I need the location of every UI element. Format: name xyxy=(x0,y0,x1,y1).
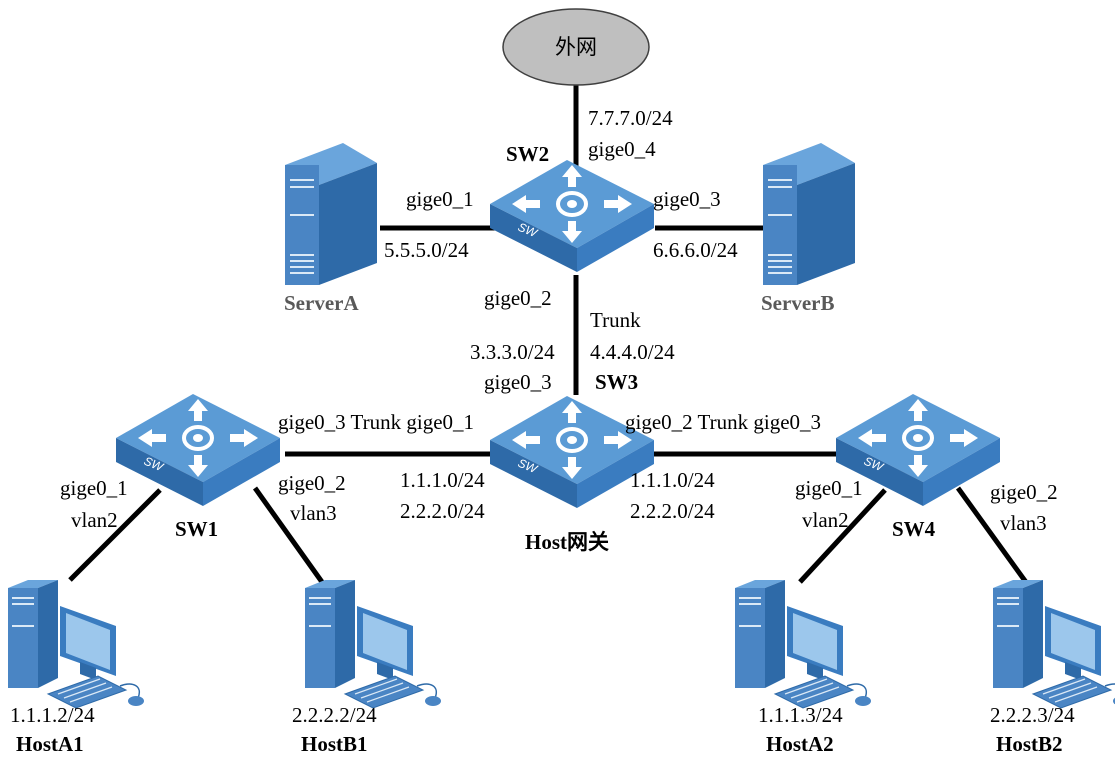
host-b1-icon xyxy=(304,579,442,709)
gateway-label: Host网关 xyxy=(525,530,609,554)
trunk-sw3-sw4-net1: 1.1.1.0/24 xyxy=(630,468,715,492)
server-b-icon xyxy=(762,142,856,286)
sw1-vlan3: vlan3 xyxy=(290,501,337,525)
host-b1-name: HostB1 xyxy=(301,732,368,756)
trunk-sw1-sw3-net2: 2.2.2.0/24 xyxy=(400,499,485,523)
sw4-vlan2: vlan2 xyxy=(802,508,849,532)
sw2-net-a: 5.5.5.0/24 xyxy=(384,238,469,262)
link-sw4-hosta2 xyxy=(798,488,887,584)
sw2-uplink-net: 7.7.7.0/24 xyxy=(588,106,673,130)
sw1-vlan2: vlan2 xyxy=(71,508,118,532)
sw4-name: SW4 xyxy=(892,517,936,541)
cloud-label: 外网 xyxy=(555,35,597,59)
trunk-sw2-sw3-net1: 3.3.3.0/24 xyxy=(470,340,555,364)
sw2-port1: gige0_1 xyxy=(406,187,474,211)
internet-cloud: 外网 xyxy=(502,8,650,86)
switch-sw3: SW xyxy=(488,394,656,510)
sw2-port2: gige0_2 xyxy=(484,286,552,310)
host-a2-icon xyxy=(734,579,872,709)
trunk-sw1-sw3-label: gige0_3 Trunk gige0_1 xyxy=(278,410,474,434)
host-a2-name: HostA2 xyxy=(766,732,834,756)
switch-sw4: SW xyxy=(834,392,1002,508)
server-a-label: ServerA xyxy=(284,291,359,315)
trunk-sw3-sw4-label: gige0_2 Trunk gige0_3 xyxy=(625,410,821,434)
sw2-net-b: 6.6.6.0/24 xyxy=(653,238,738,262)
host-b1-ip: 2.2.2.2/24 xyxy=(292,703,377,727)
link-sw1-hosta1 xyxy=(68,488,162,582)
trunk-sw2-sw3-label: Trunk xyxy=(590,308,641,332)
link-sw1-hostb1 xyxy=(252,486,325,584)
host-b2-icon xyxy=(992,579,1115,709)
host-a1-ip: 1.1.1.2/24 xyxy=(10,703,95,727)
host-b2-ip: 2.2.2.3/24 xyxy=(990,703,1075,727)
server-b-label: ServerB xyxy=(761,291,834,315)
switch-sw2: SW xyxy=(488,158,656,274)
server-a-icon xyxy=(284,142,378,286)
sw2-port3: gige0_3 xyxy=(653,187,721,211)
switch-sw1: SW xyxy=(114,392,282,508)
host-a1-name: HostA1 xyxy=(16,732,84,756)
host-a1-icon xyxy=(7,579,145,709)
sw3-name: SW3 xyxy=(595,370,638,394)
trunk-sw3-sw4-net2: 2.2.2.0/24 xyxy=(630,499,715,523)
trunk-sw2-sw3-net2: 4.4.4.0/24 xyxy=(590,340,675,364)
sw1-port1: gige0_1 xyxy=(60,476,128,500)
sw2-uplink-port: gige0_4 xyxy=(588,137,656,161)
sw4-port1: gige0_1 xyxy=(795,476,863,500)
host-a2-ip: 1.1.1.3/24 xyxy=(758,703,843,727)
sw1-name: SW1 xyxy=(175,517,218,541)
host-b2-name: HostB2 xyxy=(996,732,1063,756)
trunk-sw1-sw3-net1: 1.1.1.0/24 xyxy=(400,468,485,492)
link-sw4-hostb2 xyxy=(955,486,1031,587)
sw4-port2: gige0_2 xyxy=(990,480,1058,504)
sw2-name: SW2 xyxy=(506,142,549,166)
sw3-port3: gige0_3 xyxy=(484,370,552,394)
sw4-vlan3: vlan3 xyxy=(1000,511,1047,535)
sw1-port2: gige0_2 xyxy=(278,471,346,495)
